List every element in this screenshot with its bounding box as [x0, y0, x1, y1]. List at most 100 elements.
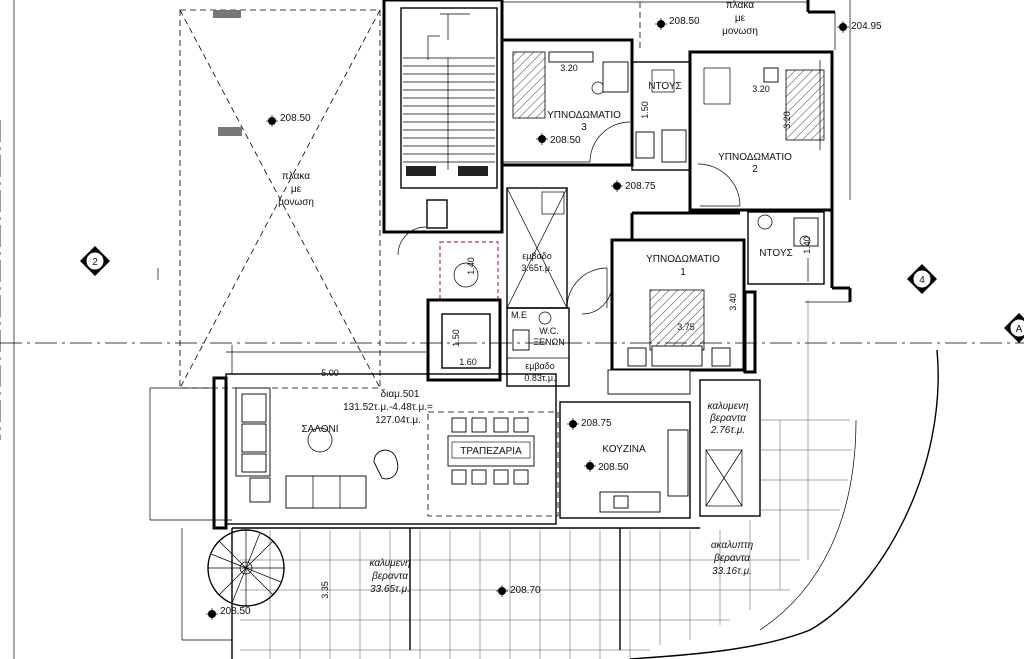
label-covered-veranda: καλυμενη βεραντα 33.65τ.μ. [369, 558, 411, 595]
svg-text:3.35: 3.35 [320, 581, 330, 599]
right-outer-wall [629, 0, 939, 659]
level-marker-stairs-bottom: 208.50 [206, 606, 251, 620]
svg-text:μονωση: μονωση [722, 26, 758, 37]
svg-text:ΥΠΝΟΔΩΜΑΤΙΟ: ΥΠΝΟΔΩΜΑΤΙΟ [718, 152, 792, 163]
svg-text:ΚΟΥΖΙΝΑ: ΚΟΥΖΙΝΑ [602, 444, 646, 455]
svg-text:3.20: 3.20 [752, 84, 770, 94]
svg-text:πλακα: πλακα [282, 171, 310, 182]
bedroom-2 [688, 50, 834, 212]
level-marker-roof-top: 208.50 [655, 16, 700, 30]
svg-text:ΝΤΟΥΣ: ΝΤΟΥΣ [648, 81, 681, 92]
living-room [212, 345, 557, 530]
label-apartment-area: διαμ.501 131.52τ.μ.-4.48τ.μ.= 127.04τ.μ. [343, 389, 433, 426]
stair-core [382, 0, 504, 234]
svg-text:204.95: 204.95 [851, 21, 882, 32]
svg-text:3.20: 3.20 [782, 111, 792, 129]
label-uncovered-veranda: ακαλυπτη βεραντα 33.16τ.μ. [711, 540, 754, 577]
svg-text:ΥΠΝΟΔΩΜΑΤΙΟ: ΥΠΝΟΔΩΜΑΤΙΟ [547, 110, 621, 121]
svg-text:εμβαδο: εμβαδο [525, 361, 555, 371]
svg-text:2: 2 [752, 164, 758, 175]
svg-text:με: με [735, 13, 746, 24]
dimension-labels: 3.20 3.20 3.20 1.50 1.40 3.40 3.75 1.50 … [320, 63, 812, 599]
label-shower-top: ΝΤΟΥΣ [648, 81, 681, 92]
svg-text:5.00: 5.00 [321, 368, 339, 378]
svg-text:208.50: 208.50 [669, 16, 700, 27]
level-marker-kitchen-ff: 208.75 [567, 418, 612, 430]
svg-text:ΞΕΝΩΝ: ΞΕΝΩΝ [533, 337, 565, 347]
level-marker-bedroom3: 208.50 [536, 133, 581, 146]
grid-axes [0, 120, 1024, 440]
svg-text:2.76τ.μ.: 2.76τ.μ. [710, 425, 745, 436]
svg-text:0.83τ.μ.: 0.83τ.μ. [524, 373, 555, 383]
label-shower-mid: ΝΤΟΥΣ [759, 248, 792, 259]
covered-veranda-small [699, 290, 761, 517]
svg-text:ΣΑΛΟΝΙ: ΣΑΛΟΝΙ [301, 424, 338, 435]
spiral-stair [207, 529, 285, 607]
label-living: ΣΑΛΟΝΙ [301, 424, 338, 435]
level-marker-corner: 204.95 [837, 21, 882, 33]
svg-text:131.52τ.μ.-4.48τ.μ.=: 131.52τ.μ.-4.48τ.μ.= [343, 402, 433, 413]
svg-text:3.75: 3.75 [677, 322, 695, 332]
left-outer-wall [13, 0, 232, 659]
svg-text:καλυμενη: καλυμενη [369, 558, 411, 569]
kitchen [559, 369, 691, 519]
svg-text:ΥΠΝΟΔΩΜΑΤΙΟ: ΥΠΝΟΔΩΜΑΤΙΟ [646, 254, 720, 265]
label-bedroom-1: ΥΠΝΟΔΩΜΑΤΙΟ 1 [646, 254, 720, 278]
level-marker-veranda: 208.70 [496, 585, 541, 597]
svg-text:208.75: 208.75 [625, 181, 656, 192]
svg-text:208.50: 208.50 [220, 606, 251, 617]
svg-text:127.04τ.μ.: 127.04τ.μ. [375, 415, 421, 426]
svg-text:3: 3 [581, 122, 587, 133]
roof-slab-left [179, 9, 381, 389]
elevator [397, 226, 502, 382]
shower-mid [747, 211, 825, 285]
roof-slab-top [502, 0, 836, 50]
bedroom-3 [500, 38, 634, 167]
grid-marker-4: 4 [907, 264, 937, 294]
bedroom-1 [581, 211, 746, 372]
level-marker-roof-left: 208.50 [266, 113, 311, 127]
veranda-lower [181, 300, 852, 659]
label-bedroom-2: ΥΠΝΟΔΩΜΑΤΙΟ 2 [718, 152, 792, 175]
label-wc-area: εμβαδο 0.83τ.μ. [524, 361, 555, 383]
svg-text:1.50: 1.50 [451, 329, 461, 347]
svg-text:2: 2 [92, 257, 98, 268]
grid-marker-a: A [1004, 313, 1024, 343]
label-roof-top: πλακα με μονωση [722, 0, 758, 37]
level-marker-hall: 208.75 [611, 180, 656, 192]
label-kitchen: ΚΟΥΖΙΝΑ [602, 444, 646, 455]
guest-wc [506, 307, 570, 387]
svg-text:33.65τ.μ.: 33.65τ.μ. [370, 584, 410, 595]
grid-marker-2: 2 [80, 246, 110, 276]
svg-text:με: με [291, 184, 302, 195]
svg-text:1.60: 1.60 [459, 357, 477, 367]
svg-text:33.16τ.μ.: 33.16τ.μ. [712, 566, 752, 577]
svg-text:1.40: 1.40 [802, 236, 812, 254]
label-storage: εμβαδο 3.65τ.μ. [521, 251, 552, 273]
svg-text:ΝΤΟΥΣ: ΝΤΟΥΣ [759, 248, 792, 259]
dining-area [427, 411, 559, 517]
svg-text:βεραντα: βεραντα [371, 571, 408, 582]
svg-text:1.50: 1.50 [640, 101, 650, 119]
svg-text:208.50: 208.50 [550, 135, 581, 146]
svg-text:3.40: 3.40 [728, 293, 738, 311]
level-marker-kitchen: 208.50 [584, 460, 629, 473]
svg-text:208.50: 208.50 [598, 462, 629, 473]
svg-text:3.20: 3.20 [560, 63, 578, 73]
svg-text:1.40: 1.40 [466, 257, 476, 275]
svg-text:3.65τ.μ.: 3.65τ.μ. [521, 263, 552, 273]
svg-text:βεραντα: βεραντα [709, 413, 746, 424]
svg-text:208.50: 208.50 [280, 113, 311, 124]
svg-text:μονωση: μονωση [278, 197, 314, 208]
hallway [506, 187, 608, 309]
label-me: Μ.Ε [511, 310, 527, 320]
label-roof-left: πλακα με μονωση [278, 171, 314, 208]
svg-text:4: 4 [919, 275, 925, 286]
svg-text:εμβαδο: εμβαδο [522, 251, 552, 261]
svg-text:Μ.Ε: Μ.Ε [511, 310, 527, 320]
label-bedroom-3: ΥΠΝΟΔΩΜΑΤΙΟ 3 [547, 110, 621, 133]
svg-text:W.C.: W.C. [539, 326, 559, 336]
svg-text:διαμ.501: διαμ.501 [381, 389, 420, 400]
shower-top [631, 61, 691, 171]
